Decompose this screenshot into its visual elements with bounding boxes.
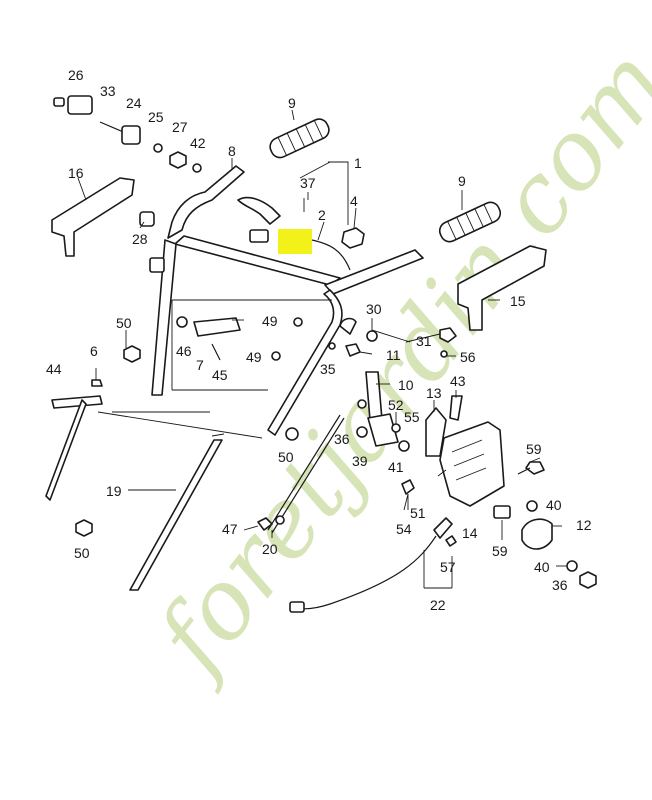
callout-36-right: 36: [552, 577, 568, 593]
callout-52: 52: [388, 397, 404, 413]
callout-39: 39: [352, 453, 368, 469]
callout-43: 43: [450, 373, 466, 389]
callout-49-top: 49: [262, 313, 278, 329]
callout-4: 4: [350, 193, 358, 209]
callout-26: 26: [68, 67, 84, 83]
leader-lines: [77, 109, 566, 589]
callout-30: 30: [366, 301, 382, 317]
callouts: 26 33 24 25 27 42 9 8 1 37 2 4 16 28 9 1…: [46, 67, 592, 613]
callout-35: 35: [320, 361, 336, 377]
callout-54: 54: [396, 521, 412, 537]
callout-50-bottom: 50: [74, 545, 90, 561]
callout-42: 42: [190, 135, 206, 151]
callout-13: 13: [426, 385, 442, 401]
callout-8: 8: [228, 143, 236, 159]
callout-47: 47: [222, 521, 238, 537]
callout-59-top: 59: [526, 441, 542, 457]
callout-16: 16: [68, 165, 84, 181]
callout-40-bottom: 40: [534, 559, 550, 575]
callout-27: 27: [172, 119, 188, 135]
callout-36-center: 36: [334, 431, 350, 447]
callout-22: 22: [430, 597, 446, 613]
callout-10: 10: [398, 377, 414, 393]
callout-1: 1: [354, 155, 362, 171]
callout-45: 45: [212, 367, 228, 383]
callout-9-left: 9: [288, 95, 296, 111]
callout-41: 41: [388, 459, 404, 475]
callout-51: 51: [410, 505, 426, 521]
callout-14: 14: [462, 525, 478, 541]
callout-31: 31: [416, 333, 432, 349]
part-drawings: [45, 95, 597, 613]
callout-15: 15: [510, 293, 526, 309]
callout-37: 37: [300, 175, 316, 191]
callout-46: 46: [176, 343, 192, 359]
callout-55: 55: [404, 409, 420, 425]
callout-59-bottom: 59: [492, 543, 508, 559]
callout-12: 12: [576, 517, 592, 533]
callout-28: 28: [132, 231, 148, 247]
callout-50-center: 50: [278, 449, 294, 465]
callout-25: 25: [148, 109, 164, 125]
callout-24: 24: [126, 95, 142, 111]
callout-33: 33: [100, 83, 116, 99]
callout-49-bottom: 49: [246, 349, 262, 365]
callout-44: 44: [46, 361, 62, 377]
callout-11: 11: [386, 347, 401, 363]
callout-50-left: 50: [116, 315, 132, 331]
callout-6: 6: [90, 343, 98, 359]
callout-57: 57: [440, 559, 456, 575]
callout-56: 56: [460, 349, 476, 365]
callout-7: 7: [196, 357, 204, 373]
callout-19: 19: [106, 483, 122, 499]
callout-2: 2: [318, 207, 326, 223]
highlight-marker: [278, 229, 312, 254]
callout-9-right: 9: [458, 173, 466, 189]
callout-40-top: 40: [546, 497, 562, 513]
callout-20: 20: [262, 541, 278, 557]
